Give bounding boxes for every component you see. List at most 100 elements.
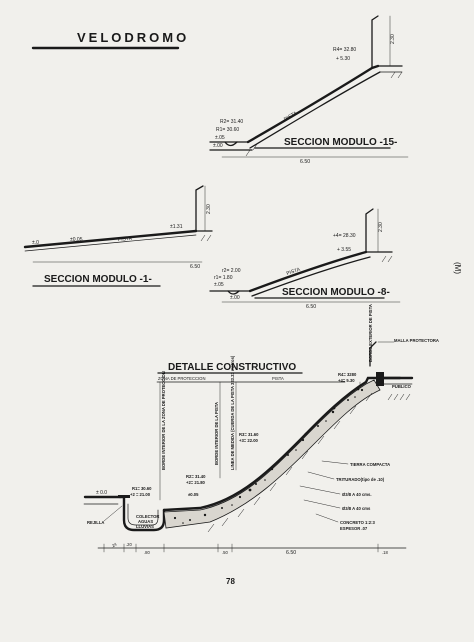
rejilla-grate [118, 495, 130, 498]
section-15: R4= 32.80 + 5.30 R2= 31.40 R1= 30.60 ±.0… [209, 15, 409, 165]
s15-track-slope [246, 64, 380, 144]
top-curb [376, 372, 384, 386]
rebar-dots [248, 387, 360, 492]
page-title: VELODROMO [77, 30, 189, 45]
r4-label: R4= 3280 [338, 372, 357, 377]
pista-label: PISTA [272, 376, 284, 381]
detail-title: DETALLE CONSTRUCTIVO [168, 362, 296, 373]
s8-r4: +4= 28.30 [333, 233, 356, 239]
s15-dim-rail: 2.30 [390, 34, 396, 44]
tierra-leader [321, 460, 349, 465]
hierro-2-label: Ø3/8 A 40 cms [342, 506, 371, 511]
s1-pista: PISTA [118, 236, 133, 243]
s8-r1: r1= 1.80 [214, 275, 233, 281]
colector-label-3: LLUVIAS [136, 524, 154, 529]
r2-level: +2= 21.80 [186, 480, 206, 485]
section-1: ±.0 ±0.05 ±1.31 PISTA 2.30 6.50 SECCION … [23, 185, 213, 287]
s1-dim-rail: 2.30 [206, 204, 212, 214]
espesor-label: ESPESOR .07 [340, 526, 368, 531]
s15-track-under [249, 71, 381, 149]
side-mark: (M) [453, 262, 462, 274]
s15-r4-level: + 5.30 [336, 56, 350, 62]
s15-r2: R2= 31.40 [220, 119, 243, 125]
r3-label: R3= 31.60 [239, 432, 259, 437]
tierra-label: TIERRA COMPACTA [350, 462, 390, 467]
s1-level-b: ±0.05 [70, 237, 83, 243]
s1-title: SECCION MODULO -1- [44, 274, 152, 285]
borde-exterior-label: BORDE EXTERIOR DE PISTA [368, 304, 373, 362]
s1-hatch [200, 234, 206, 242]
dim-a: .24 [110, 541, 118, 549]
s15-level-b: ±.05 [215, 135, 225, 141]
s15-hatch [245, 149, 251, 157]
s1-railing [195, 185, 204, 232]
s15-r4: R4= 32.80 [333, 47, 356, 53]
linea-medida-label: LINEA DE MEDIDA (CUERDA DE LA PISTA 333.… [230, 355, 235, 470]
s8-hatch [381, 255, 387, 263]
page-number: 78 [226, 577, 235, 586]
gutter-outer [118, 495, 166, 532]
dim-f: .18 [382, 550, 388, 555]
s8-pista: PISTA [286, 267, 302, 277]
s15-level-a: ±.00 [213, 143, 223, 149]
dim-c: .80 [144, 550, 150, 555]
s1-level-a: ±.0 [32, 240, 39, 246]
s1-level-c: ±1.31 [170, 224, 183, 230]
s8-level-a: ±.00 [230, 295, 240, 301]
publico-hatching [387, 393, 411, 401]
borde-pista-label: BORDE INTERIOR DE LA PISTA [214, 402, 219, 465]
hierro-1-label: Ø3/8 A 40 cms. [342, 492, 371, 497]
r4-level: +4= 5.30 [338, 378, 355, 383]
triturado-label: TRITURADO(tipo de .10) [336, 477, 385, 482]
s15-r1: R1= 30.60 [216, 127, 239, 133]
level-a: ± 0.0 [96, 490, 107, 496]
s15-title: SECCION MODULO -15- [284, 137, 397, 148]
s8-hatch [387, 255, 393, 263]
level-b: ±0.05 [188, 492, 199, 497]
s1-track-under [24, 234, 197, 252]
s8-track-slope [248, 250, 368, 293]
dim-d: .50 [222, 550, 228, 555]
borde-zona-label: BORDE INTERIOR DE LA ZONA DE PROTECCION [161, 371, 166, 470]
s8-gutter [227, 290, 240, 295]
s8-dim-total: 6.50 [306, 304, 316, 310]
malla-post [369, 341, 377, 367]
s8-title: SECCION MODULO -8- [282, 287, 390, 298]
s8-r2: r2= 2.00 [222, 268, 241, 274]
s8-level-b: ±.05 [214, 282, 224, 288]
s15-hatch [252, 143, 258, 151]
s15-hatch [390, 71, 396, 79]
hierro-1-leader [299, 485, 341, 495]
zona-label: ZONA DE PROTECCION [158, 376, 205, 381]
dim-b: .20 [126, 542, 132, 547]
rejilla-leader [103, 505, 123, 522]
colector-label-1: COLECTOR [136, 514, 159, 519]
r1-label: R1= 30.60 [132, 486, 152, 491]
s15-gutter [224, 141, 238, 147]
hierro-2-leader [303, 499, 341, 509]
s15-hatch [397, 71, 403, 79]
gravel-texture [173, 388, 364, 524]
detail-section: DETALLE CONSTRUCTIVO ZONA DE PROTECCION … [83, 304, 439, 556]
earth-hatching [207, 392, 373, 533]
track-surface [162, 376, 402, 512]
s8-dim-rail: 2.30 [378, 222, 384, 232]
s8-track-under [251, 256, 371, 297]
r3-level: +3= 22.00 [239, 438, 259, 443]
section-8: +4= 28.30 + 3.55 r2= 2.00 r1= 1.80 ±.05 … [209, 208, 401, 310]
r2-label: R2= 31.40 [186, 474, 206, 479]
s15-dim-total: 6.50 [300, 159, 310, 165]
r1-level: +2 = 21.00 [130, 492, 151, 497]
s15-railing [371, 15, 379, 69]
concreto-leader [315, 513, 339, 523]
s1-hatch [206, 234, 212, 242]
triturado-leader [307, 471, 335, 480]
gutter-inner [127, 503, 159, 526]
s1-dim-total: 6.50 [190, 264, 200, 270]
rejilla-label: REJILLA [87, 520, 104, 525]
s8-r4-level: + 3.55 [337, 247, 351, 253]
dim-e: 6.50 [286, 550, 296, 556]
s8-railing [365, 208, 374, 253]
